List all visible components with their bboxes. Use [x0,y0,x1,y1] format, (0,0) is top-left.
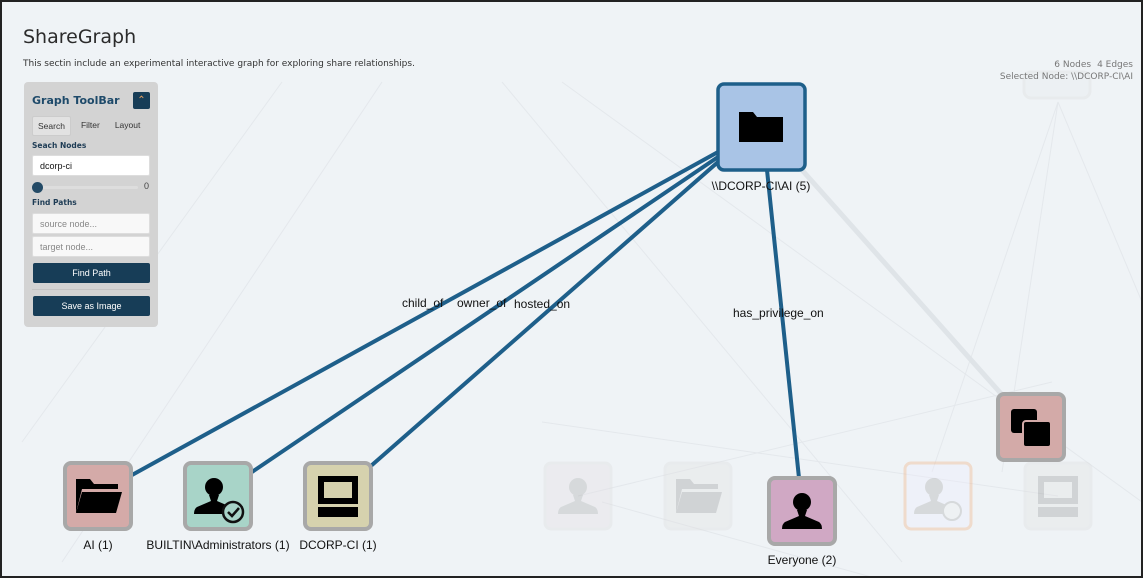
graph-toolbar: Graph ToolBar ⌃ Search Filter Layout Sea… [24,82,158,327]
search-nodes-label: Seach Nodes [32,141,87,150]
find-paths-label: Find Paths [32,198,77,207]
node-ai[interactable]: AI (1) [63,461,133,552]
edge-owner-of[interactable] [250,155,720,474]
chevron-up-icon: ⌃ [137,95,146,106]
selected-node: Selected Node: \\DCORP-CI\AI [999,72,1133,82]
edge-label-has-privilege-on: has_privilege_on [733,306,824,320]
faded-user-node [543,461,613,531]
edge-hosted-on[interactable] [370,160,720,467]
divider [32,289,150,290]
edge-label-hosted-on: hosted_on [514,297,570,311]
node-copy[interactable] [996,392,1066,462]
node-builtin-administrators[interactable]: BUILTIN\Administrators (1) [146,461,290,552]
node-count: 6 Nodes [1054,60,1092,70]
node-label: DCORP-CI (1) [299,538,376,552]
node-label: BUILTIN\Administrators (1) [146,538,289,552]
faded-admin-node [903,461,973,531]
depth-slider[interactable] [32,182,138,193]
node-label: Everyone (2) [768,553,837,567]
save-as-image-button[interactable]: Save as Image [33,296,150,316]
tab-search[interactable]: Search [32,116,71,136]
graph-stats: 6 Nodes 4 Edges Selected Node: \\DCORP-CI… [1000,59,1133,83]
toolbar-title: Graph ToolBar [32,94,120,107]
node-everyone[interactable]: Everyone (2) [767,476,837,567]
folder-open-icon [76,479,122,513]
faded-nodes [543,70,1093,531]
faded-edge [800,168,1006,399]
edge-label-child-of: child_of [402,296,444,310]
edge-label-owner-of: owner_of [457,296,507,310]
node-label: AI (1) [83,538,112,552]
slider-value: 0 [144,181,150,191]
edge-child-of[interactable] [130,150,720,477]
check-icon [221,500,245,524]
collapse-toolbar-button[interactable]: ⌃ [133,92,150,109]
tab-layout[interactable]: Layout [114,120,141,130]
find-path-button[interactable]: Find Path [33,263,150,283]
slider-handle[interactable] [32,182,43,193]
node-dcorp-ci[interactable]: DCORP-CI (1) [299,461,377,552]
page-title: ShareGraph [23,26,137,48]
source-node-input[interactable]: source node... [32,213,150,234]
edge-has-privilege-on[interactable] [765,168,801,480]
faded-computer-node [1023,461,1093,531]
target-node-input[interactable]: target node... [32,236,150,257]
node-label: \\DCORP-CI\AI (5) [712,179,811,193]
search-input[interactable]: dcorp-ci [32,155,150,176]
edge-count: 4 Edges [1097,60,1133,70]
tab-filter[interactable]: Filter [80,120,100,130]
faded-folder-node [663,461,733,531]
toolbar-tabs: Search Filter Layout [32,116,150,136]
node-share-ai[interactable]: \\DCORP-CI\AI (5) [712,82,811,193]
page-description: This sectin include an experimental inte… [23,59,415,69]
